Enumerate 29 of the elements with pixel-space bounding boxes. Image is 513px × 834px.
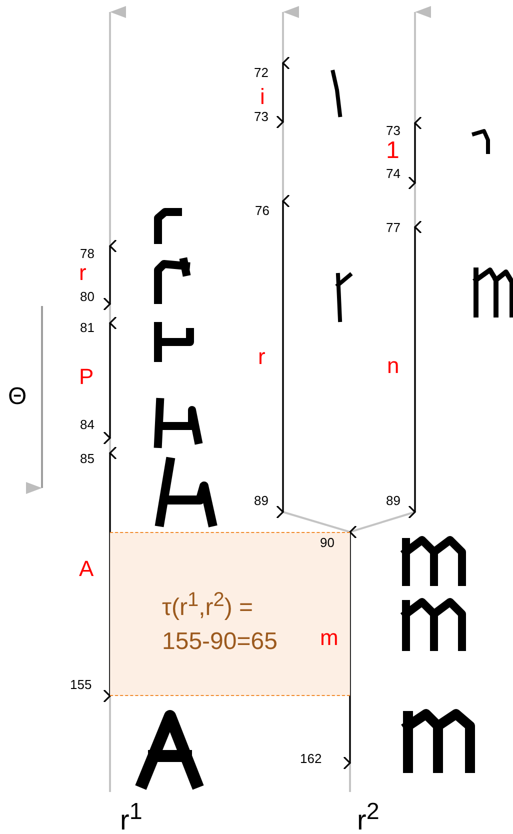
- segment-letter: A: [79, 558, 94, 580]
- tick-number: 78: [80, 247, 94, 260]
- timeline-name: r$^{2}$: [357, 800, 380, 834]
- tick-number: 89: [254, 494, 268, 507]
- tick-number: 84: [80, 418, 94, 431]
- segment-letter: n: [387, 355, 400, 377]
- segment-letter: 1: [386, 139, 400, 163]
- formula-text: τ(r$^{1}$,r$^{2}$) = 155-90=65: [162, 588, 278, 657]
- segment-letter: i: [260, 86, 265, 108]
- segment-letter: r: [258, 346, 266, 368]
- tick-number: 73: [254, 110, 268, 123]
- tick-number: 74: [386, 167, 400, 180]
- segment-letter: r: [79, 262, 86, 284]
- tick-number: 80: [80, 290, 94, 303]
- tick-number: 85: [80, 452, 94, 465]
- tick-number: 162: [300, 752, 322, 765]
- segment-letter: m: [320, 627, 338, 649]
- tick-number: 90: [320, 536, 334, 549]
- timeline-name: r$^{1}$: [120, 800, 142, 834]
- segment-letter: P: [79, 366, 94, 388]
- tick-number: 76: [255, 204, 270, 217]
- tick-number: 89: [386, 494, 400, 507]
- angle-symbol: Θ: [8, 385, 27, 409]
- tick-number: 81: [80, 321, 94, 334]
- shaded-interval: [110, 532, 350, 696]
- tick-number: 72: [254, 66, 268, 79]
- tick-number: 73: [386, 124, 400, 137]
- tick-number: 155: [70, 678, 92, 691]
- tick-number: 77: [386, 221, 400, 234]
